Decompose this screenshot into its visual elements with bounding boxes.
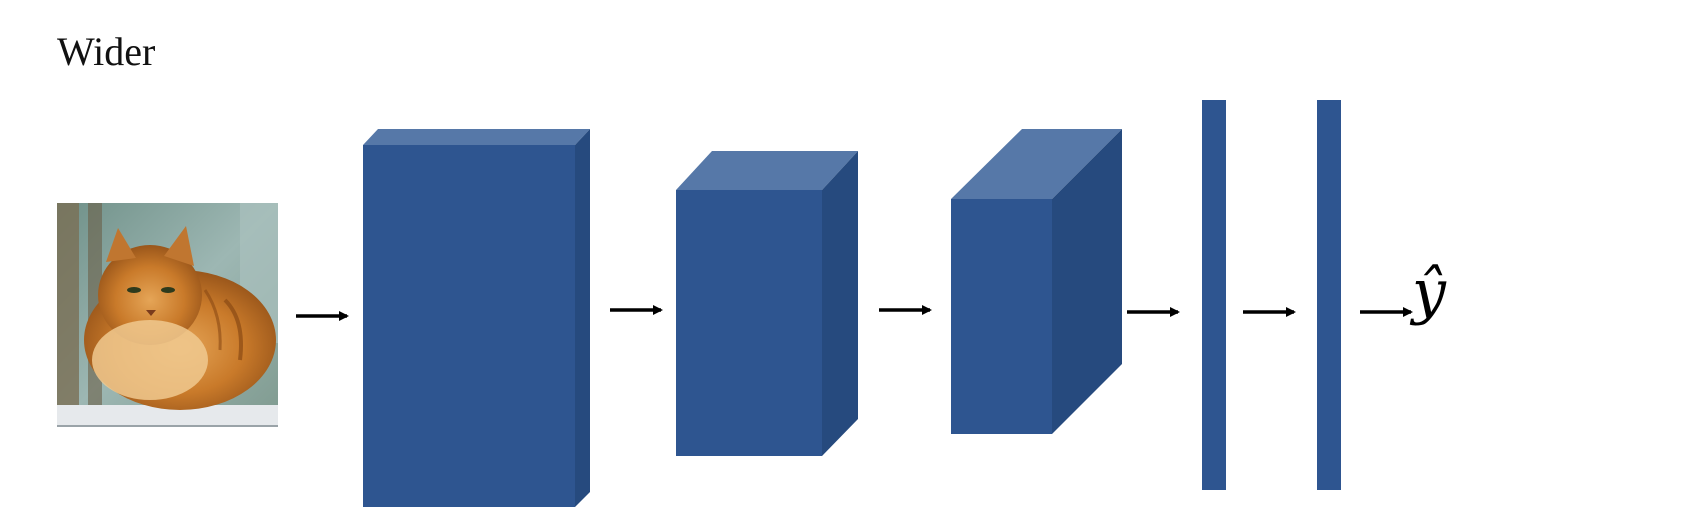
conv-block-3 <box>951 129 1122 434</box>
diagram-title: Wider <box>57 29 156 74</box>
dense-layer-2 <box>1317 100 1341 490</box>
conv-block-3-front <box>951 199 1052 434</box>
conv-block-1 <box>363 129 590 507</box>
conv-block-3-side <box>1052 129 1122 434</box>
input-image <box>57 203 278 427</box>
conv-block-2-top <box>676 151 858 190</box>
conv-block-2-side <box>822 151 858 456</box>
conv-block-3-top <box>951 129 1122 199</box>
conv-block-1-side <box>575 129 590 507</box>
conv-block-1-front <box>363 145 575 507</box>
conv-block-2 <box>676 151 858 456</box>
conv-block-2-front <box>676 190 822 456</box>
dense-layer-1 <box>1202 100 1226 490</box>
conv-block-1-top <box>363 129 590 145</box>
cat-photo-icon <box>57 203 278 427</box>
output-y-hat: ŷ <box>1412 257 1446 327</box>
